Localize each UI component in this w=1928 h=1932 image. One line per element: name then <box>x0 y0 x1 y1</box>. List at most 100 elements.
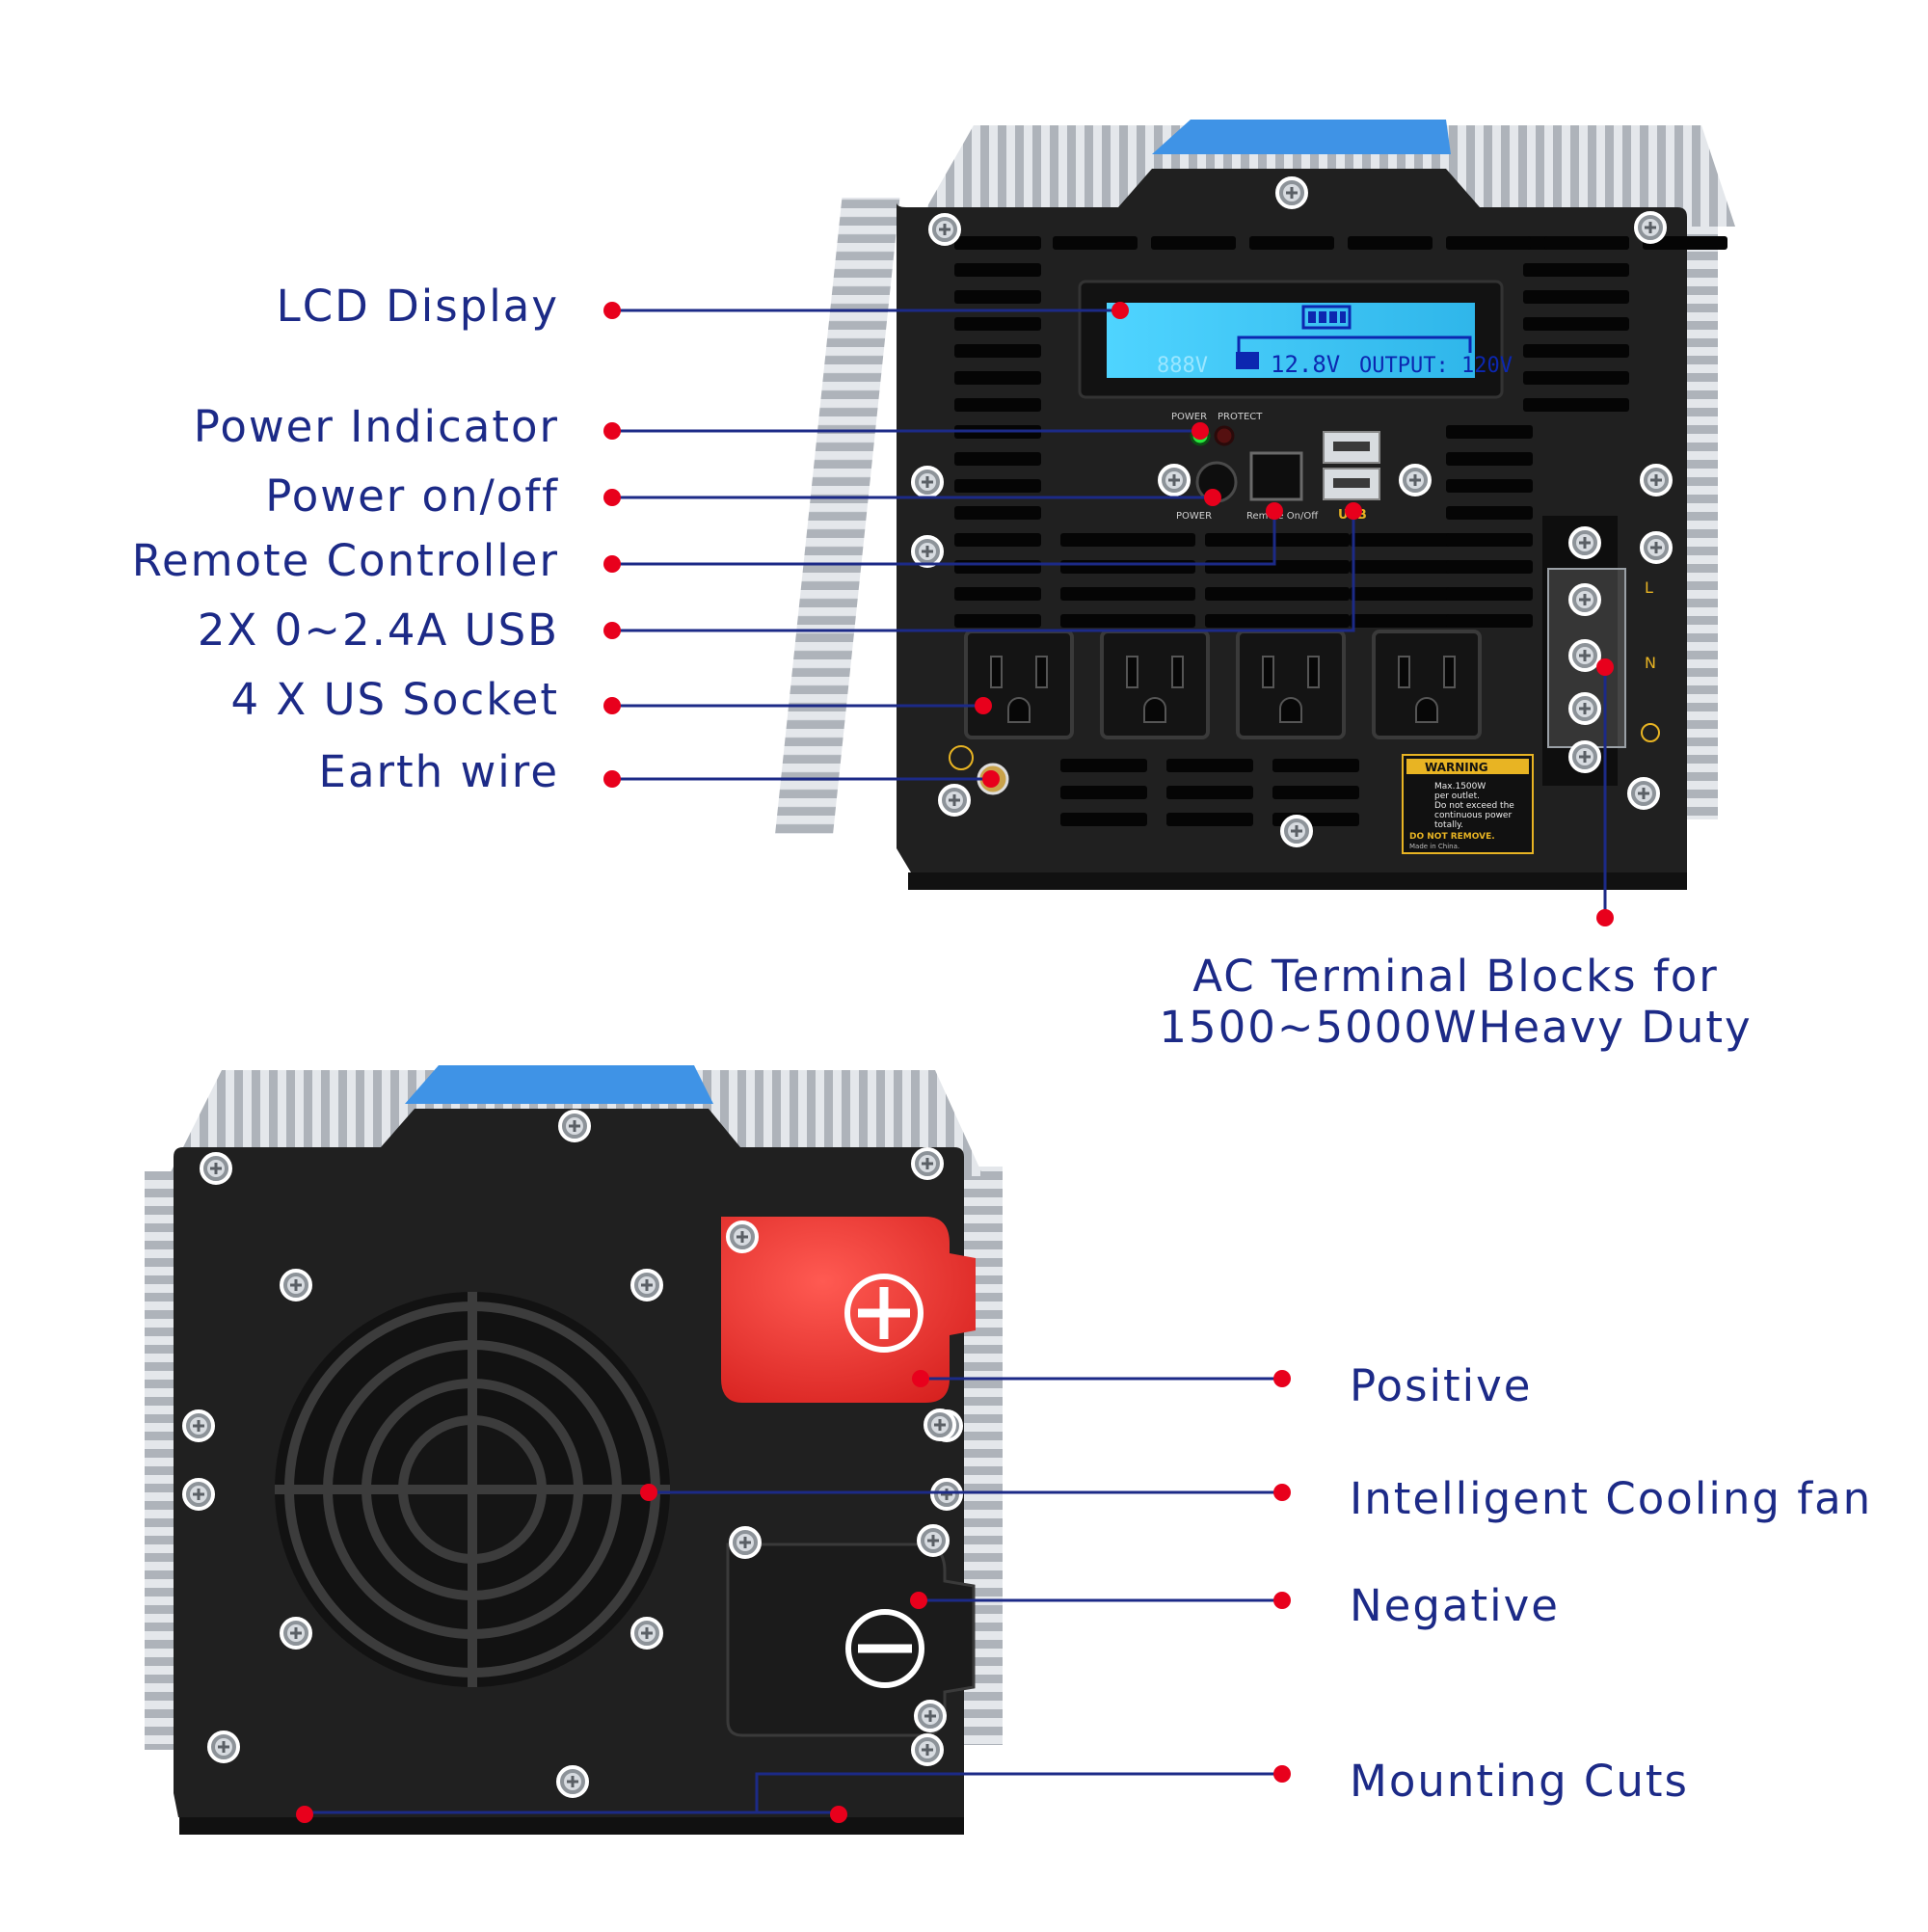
vent-slot <box>1060 759 1147 772</box>
vent-slot <box>1151 236 1236 250</box>
vent-slot <box>1205 560 1350 574</box>
callout-marker-dot <box>910 1592 927 1609</box>
protect-indicator-led <box>1214 425 1235 446</box>
us-socket-3[interactable] <box>1236 630 1346 739</box>
screw-icon <box>928 213 961 246</box>
screw-icon <box>200 1152 232 1185</box>
callout-marker-dot <box>912 1370 929 1387</box>
vent-slot <box>1446 587 1533 601</box>
lcd-voltage-readout: 12.8V <box>1271 351 1340 378</box>
vent-slot <box>1350 533 1475 547</box>
terminal-label-line: L <box>1645 578 1653 597</box>
positive-terminal[interactable] <box>721 1217 976 1403</box>
callout-marker-dot <box>1111 302 1129 319</box>
terminal-ground-icon <box>1641 723 1660 742</box>
screw-icon <box>1634 211 1667 244</box>
screw-icon <box>930 1478 963 1511</box>
us-socket-4[interactable] <box>1372 630 1482 739</box>
warning-label: WARNING Max.1500W per outlet. Do not exc… <box>1402 754 1534 854</box>
vent-slot <box>1060 786 1147 799</box>
screw-icon <box>914 1700 947 1732</box>
callout-marker-dot <box>975 697 992 714</box>
vent-slot <box>1166 759 1253 772</box>
usb-port-1[interactable] <box>1323 431 1380 464</box>
terminal-label-neutral: N <box>1645 654 1656 672</box>
vent-slot <box>1643 236 1727 250</box>
screw-icon <box>1399 464 1432 496</box>
vent-slot <box>954 371 1041 385</box>
warning-line-4: continuous power <box>1434 811 1512 820</box>
vent-slot <box>954 317 1041 331</box>
vent-slot <box>1205 614 1350 628</box>
vent-slot <box>1060 560 1195 574</box>
screw-icon <box>917 1524 950 1557</box>
callout-terminal-line-2: 1500~5000WHeavy Duty <box>1159 1002 1753 1053</box>
vent-slot <box>954 614 1041 628</box>
screw-icon <box>1640 464 1673 496</box>
power-led-label: POWER <box>1171 412 1207 422</box>
us-socket-2[interactable] <box>1100 630 1210 739</box>
screw-icon <box>911 535 944 568</box>
vent-slot <box>1060 813 1147 826</box>
callout-remote-controller: Remote Controller <box>131 535 559 586</box>
callout-cooling-fan: Intelligent Cooling fan <box>1350 1473 1873 1524</box>
vent-slot <box>954 533 1041 547</box>
callout-marker-dot <box>1273 1370 1291 1387</box>
callout-marker-dot <box>603 770 621 788</box>
remote-port[interactable] <box>1249 451 1303 501</box>
vent-slot <box>1060 614 1195 628</box>
vent-slot <box>1060 587 1195 601</box>
us-socket-1[interactable] <box>964 630 1074 739</box>
vent-slot <box>1523 398 1629 412</box>
warning-made-in: Made in China. <box>1409 843 1459 850</box>
lcd-output-readout: OUTPUT: 120V <box>1359 354 1513 378</box>
vent-slot <box>1205 533 1350 547</box>
vent-slot <box>1446 236 1531 250</box>
terminal-screw-ground[interactable] <box>1568 692 1601 725</box>
terminal-screw-line[interactable] <box>1568 583 1601 616</box>
screw-icon <box>911 1147 944 1180</box>
screw-icon <box>556 1765 589 1798</box>
terminal-screw-1[interactable] <box>1568 526 1601 559</box>
warning-line-1: Max.1500W <box>1434 782 1486 792</box>
lcd-battery-icon <box>1301 305 1352 330</box>
callout-negative: Negative <box>1350 1580 1560 1631</box>
callout-marker-dot <box>1596 658 1614 676</box>
vent-slot <box>1446 614 1533 628</box>
terminal-screw-5[interactable] <box>1568 740 1601 773</box>
callout-marker-dot <box>1345 502 1362 520</box>
vent-slot <box>1523 344 1629 358</box>
callout-usb: 2X 0~2.4A USB <box>197 604 559 656</box>
screw-icon <box>1280 815 1313 847</box>
terminal-screw-neutral[interactable] <box>1568 639 1601 672</box>
callout-marker-dot <box>982 770 1000 788</box>
ground-symbol-icon <box>949 745 974 770</box>
vent-slot <box>1350 614 1475 628</box>
vent-slot <box>1523 371 1629 385</box>
usb-port-2[interactable] <box>1323 468 1380 500</box>
warning-line-3: Do not exceed the <box>1434 801 1514 811</box>
vent-slot <box>1249 236 1334 250</box>
callout-marker-dot <box>1266 502 1283 520</box>
callout-marker-dot <box>830 1806 847 1823</box>
screw-icon <box>726 1221 759 1253</box>
front-inverter-illustration: 888V 12.8V OUTPUT: 120V POWER PROTECT PO… <box>775 120 1735 890</box>
vent-slot <box>1446 560 1533 574</box>
callout-marker-dot <box>1273 1765 1291 1783</box>
vent-slot <box>1348 236 1433 250</box>
remote-port-label: Remote On/Off <box>1246 511 1319 522</box>
callout-marker-dot <box>603 422 621 440</box>
vent-slot <box>1446 452 1533 466</box>
vent-slot <box>1272 759 1359 772</box>
lcd-faint-digits: 888V <box>1157 354 1208 378</box>
cooling-fan <box>275 1292 670 1687</box>
vent-slot <box>954 344 1041 358</box>
callout-us-socket: 4 X US Socket <box>230 674 559 725</box>
vent-slot <box>1350 560 1475 574</box>
callout-marker-dot <box>1273 1592 1291 1609</box>
warning-footer: DO NOT REMOVE. <box>1409 832 1495 842</box>
callout-marker-dot <box>603 489 621 506</box>
vent-slot <box>1272 786 1359 799</box>
